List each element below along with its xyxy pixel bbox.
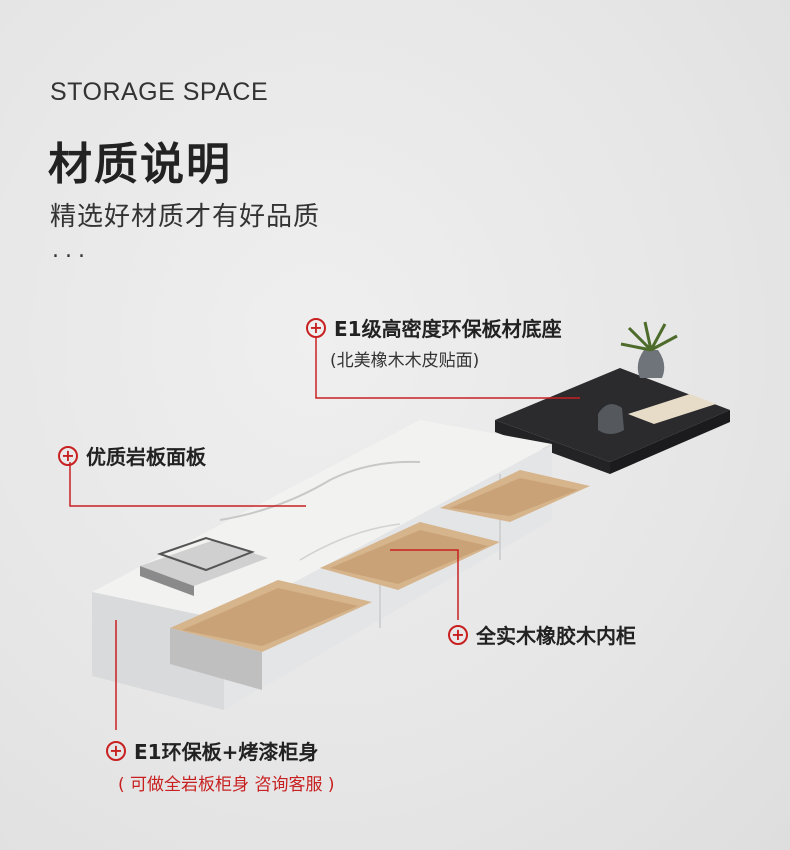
decor-object bbox=[598, 404, 624, 434]
callout-top-label: 优质岩板面板 bbox=[86, 445, 206, 469]
dark-base-front bbox=[610, 410, 730, 474]
plus-circle-icon: + bbox=[106, 740, 126, 761]
marble-vein bbox=[299, 523, 401, 561]
callout-body-label: E1环保板+烤漆柜身 bbox=[134, 740, 319, 764]
plus-circle-icon: + bbox=[306, 317, 326, 338]
callout-inner-label: 全实木橡胶木内柜 bbox=[476, 624, 636, 648]
marble-vein bbox=[219, 460, 421, 521]
callout-line-inner bbox=[390, 549, 459, 620]
page-subtitle: 精选好材质才有好品质 bbox=[50, 202, 321, 232]
callout-base-sub: (北美橡木木皮贴面) bbox=[330, 351, 480, 371]
dark-base-side bbox=[495, 420, 610, 474]
page-title: 材质说明 bbox=[48, 139, 232, 190]
book-stack bbox=[140, 540, 268, 586]
ellipsis-dots: ... bbox=[52, 238, 91, 263]
vase bbox=[637, 350, 665, 378]
callout-line-base bbox=[315, 338, 580, 399]
callout-body-sub: ( 可做全岩板柜身 咨询客服 ) bbox=[118, 775, 335, 795]
callout-base: + E1级高密度环保板材底座 bbox=[306, 313, 562, 342]
callout-line-top bbox=[69, 462, 306, 507]
callout-body: + E1环保板+烤漆柜身 bbox=[106, 736, 318, 765]
callout-base-label: E1级高密度环保板材底座 bbox=[334, 317, 562, 341]
tray bbox=[628, 394, 716, 424]
callout-inner: + 全实木橡胶木内柜 bbox=[448, 620, 636, 649]
eyebrow-text: STORAGE SPACE bbox=[50, 78, 269, 106]
plus-circle-icon: + bbox=[58, 445, 78, 466]
callout-top: + 优质岩板面板 bbox=[58, 441, 206, 470]
plant-leaves bbox=[620, 321, 678, 352]
plus-circle-icon: + bbox=[448, 624, 468, 645]
